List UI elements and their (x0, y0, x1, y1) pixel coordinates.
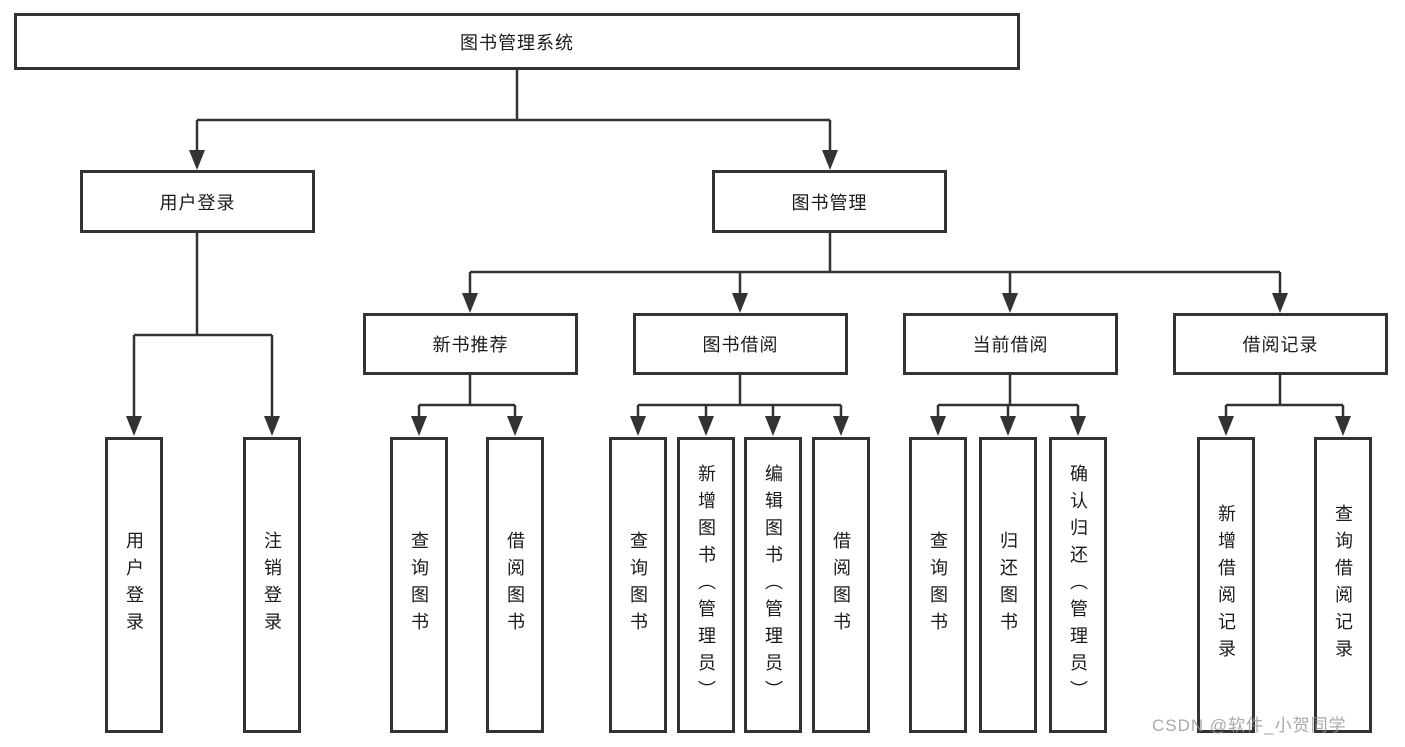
leaf-return-books: 归还图书 (979, 437, 1037, 733)
leaf-query-books-borrow: 查询图书 (609, 437, 667, 733)
csdn-watermark: CSDN @软件_小贺同学 (1152, 716, 1347, 735)
leaf-query-borrow-record: 查询借阅记录 (1314, 437, 1372, 733)
leaf-query-books-rec: 查询图书 (390, 437, 448, 733)
node-current-borrowing: 当前借阅 (903, 313, 1118, 375)
node-borrowing-records: 借阅记录 (1173, 313, 1388, 375)
leaf-user-login: 用户登录 (105, 437, 163, 733)
leaf-borrow-books: 借阅图书 (812, 437, 870, 733)
node-book-borrowing: 图书借阅 (633, 313, 848, 375)
leaf-query-books-current: 查询图书 (909, 437, 967, 733)
node-user-login: 用户登录 (80, 170, 315, 233)
leaf-confirm-return-admin: 确认归还（管理员） (1049, 437, 1107, 733)
leaf-edit-books-admin: 编辑图书（管理员） (744, 437, 802, 733)
leaf-borrow-books-rec: 借阅图书 (486, 437, 544, 733)
leaf-add-books-admin: 新增图书（管理员） (677, 437, 735, 733)
node-book-management: 图书管理 (712, 170, 947, 233)
node-new-book-recommendation: 新书推荐 (363, 313, 578, 375)
leaf-logout: 注销登录 (243, 437, 301, 733)
node-library-management-system: 图书管理系统 (14, 13, 1020, 70)
leaf-add-borrow-record: 新增借阅记录 (1197, 437, 1255, 733)
arrowheads (126, 150, 1351, 436)
